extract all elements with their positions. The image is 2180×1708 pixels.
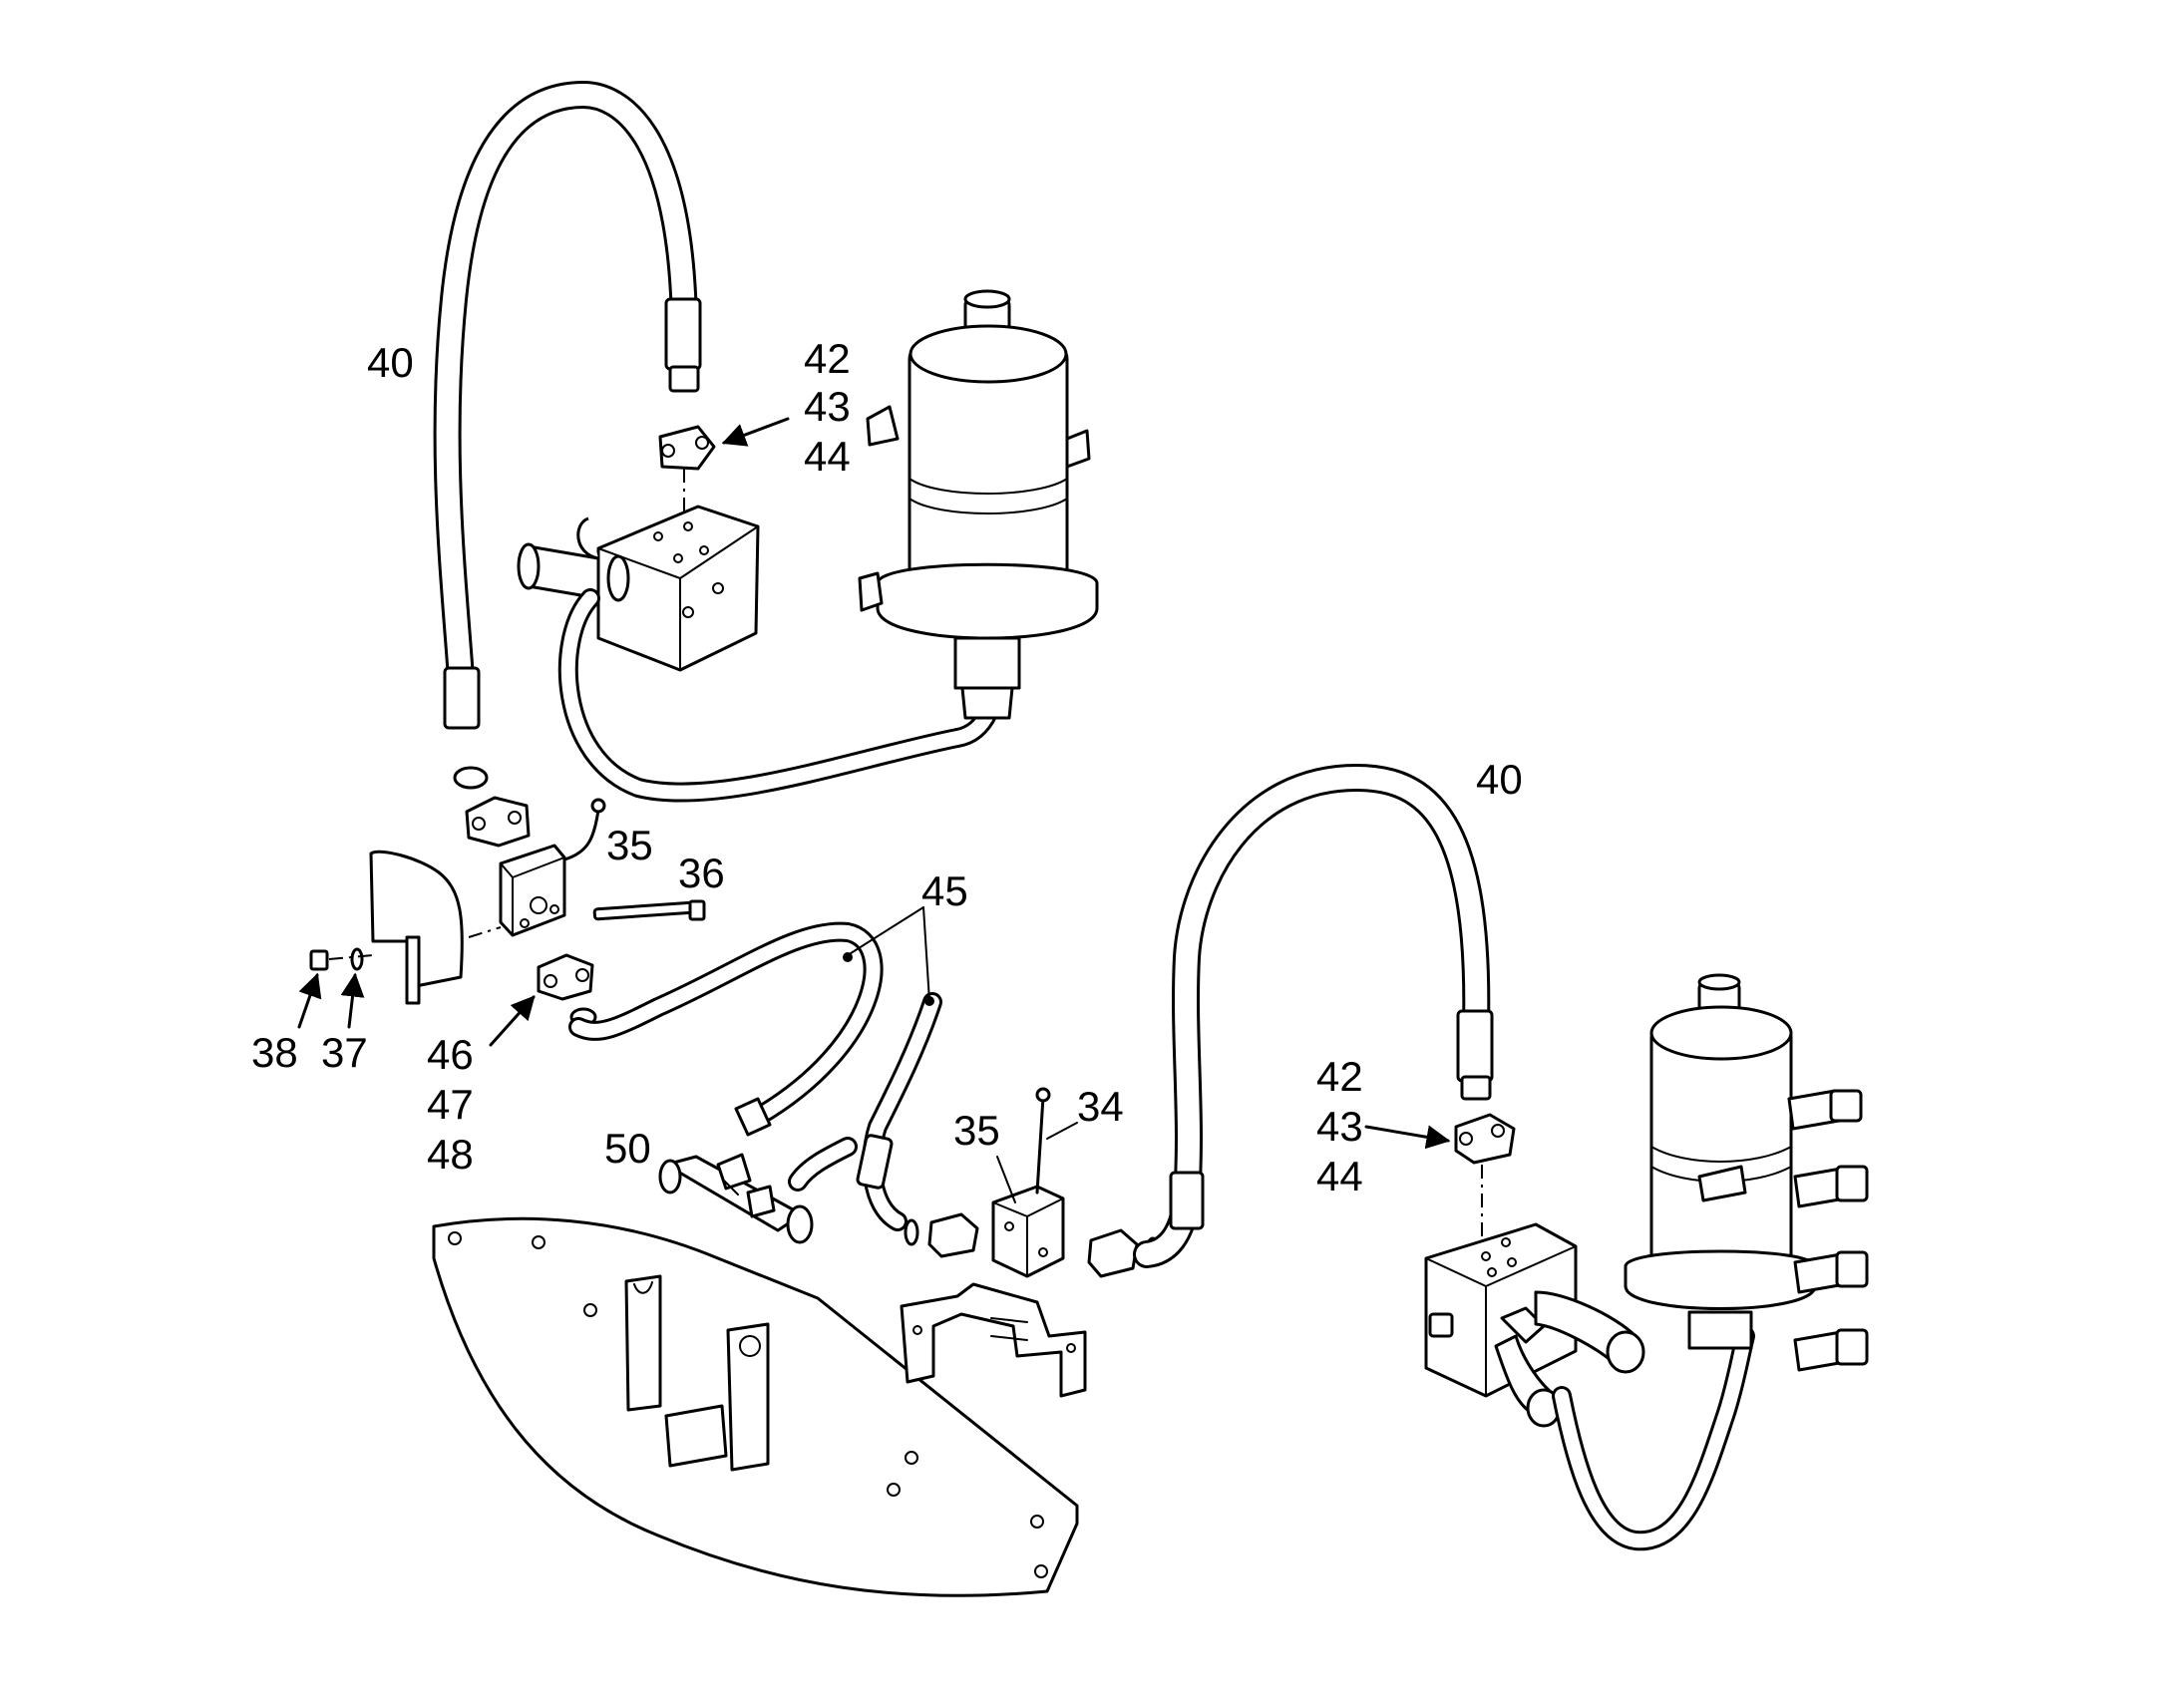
- hose-40-right: [1133, 764, 1494, 1268]
- hose-45-upper: [568, 921, 884, 1127]
- valve-block-top: [517, 505, 760, 672]
- leader-dot-45a: [843, 952, 853, 962]
- leader-34: [1046, 1122, 1078, 1140]
- leader-dot-45b: [924, 996, 934, 1006]
- valve-block-mid-35: [991, 1087, 1065, 1278]
- nut-38: [309, 949, 329, 971]
- valve-block-right: [1424, 1222, 1645, 1428]
- leader-37: [340, 972, 365, 1029]
- callout-43-right: 43: [1316, 1103, 1363, 1150]
- hose-end-ferrule-top: [664, 297, 702, 371]
- callout-43-top: 43: [804, 383, 851, 430]
- flange-clamp-left-lower: [537, 953, 597, 1027]
- callout-38: 38: [251, 1029, 298, 1076]
- centerline-bracket: [328, 954, 374, 960]
- hose-end-ferrule-lower: [443, 666, 481, 730]
- leader-35-mid: [996, 1156, 1016, 1203]
- leader-45b: [922, 906, 930, 1002]
- return-hose-right: [1552, 1326, 1755, 1551]
- callout-37: 37: [321, 1029, 368, 1076]
- callout-42-right: 42: [1316, 1053, 1363, 1100]
- return-hose-top: [557, 588, 1007, 803]
- tee-fitting-50: [658, 1097, 814, 1244]
- callout-44-right: 44: [1316, 1153, 1363, 1199]
- callout-34: 34: [1077, 1083, 1124, 1130]
- leader-46-48: [489, 995, 536, 1047]
- callout-36: 36: [678, 850, 725, 896]
- leader-38: [297, 972, 322, 1029]
- callout-46: 46: [427, 1031, 474, 1078]
- bracket-left: [369, 850, 464, 1005]
- callout-47: 47: [427, 1081, 474, 1128]
- flange-clamp-right: [1454, 1113, 1516, 1246]
- callout-35-mid: 35: [953, 1107, 1000, 1154]
- flange-clamp-mid-left: [904, 1212, 979, 1258]
- flange-clamp-left-upper: [465, 796, 531, 848]
- callout-45: 45: [921, 867, 968, 914]
- valve-block-left-35: [499, 798, 606, 937]
- bracket-mid: [900, 1282, 1087, 1398]
- washer-37: [350, 947, 364, 971]
- leader-50: [723, 1180, 739, 1196]
- callout-44-top: 44: [804, 433, 851, 480]
- motor-canister-top: [858, 289, 1099, 720]
- callout-50: 50: [604, 1125, 651, 1172]
- motor-canister-right: [1624, 973, 1869, 1372]
- centerline-left: [468, 926, 502, 938]
- leader-42-44-top: [721, 417, 790, 447]
- callout-42-top: 42: [804, 335, 851, 382]
- callout-35-left: 35: [606, 822, 653, 868]
- hose-45-lower: [788, 992, 942, 1231]
- callout-40-right: 40: [1476, 756, 1523, 803]
- callout-48: 48: [427, 1131, 474, 1178]
- base-plate: [432, 1216, 1079, 1597]
- callout-40-top: 40: [367, 339, 414, 386]
- hose-40-top: [433, 81, 702, 790]
- bolt-36: [592, 899, 706, 921]
- leader-45a: [847, 906, 924, 956]
- leader-42-44-right: [1364, 1125, 1451, 1150]
